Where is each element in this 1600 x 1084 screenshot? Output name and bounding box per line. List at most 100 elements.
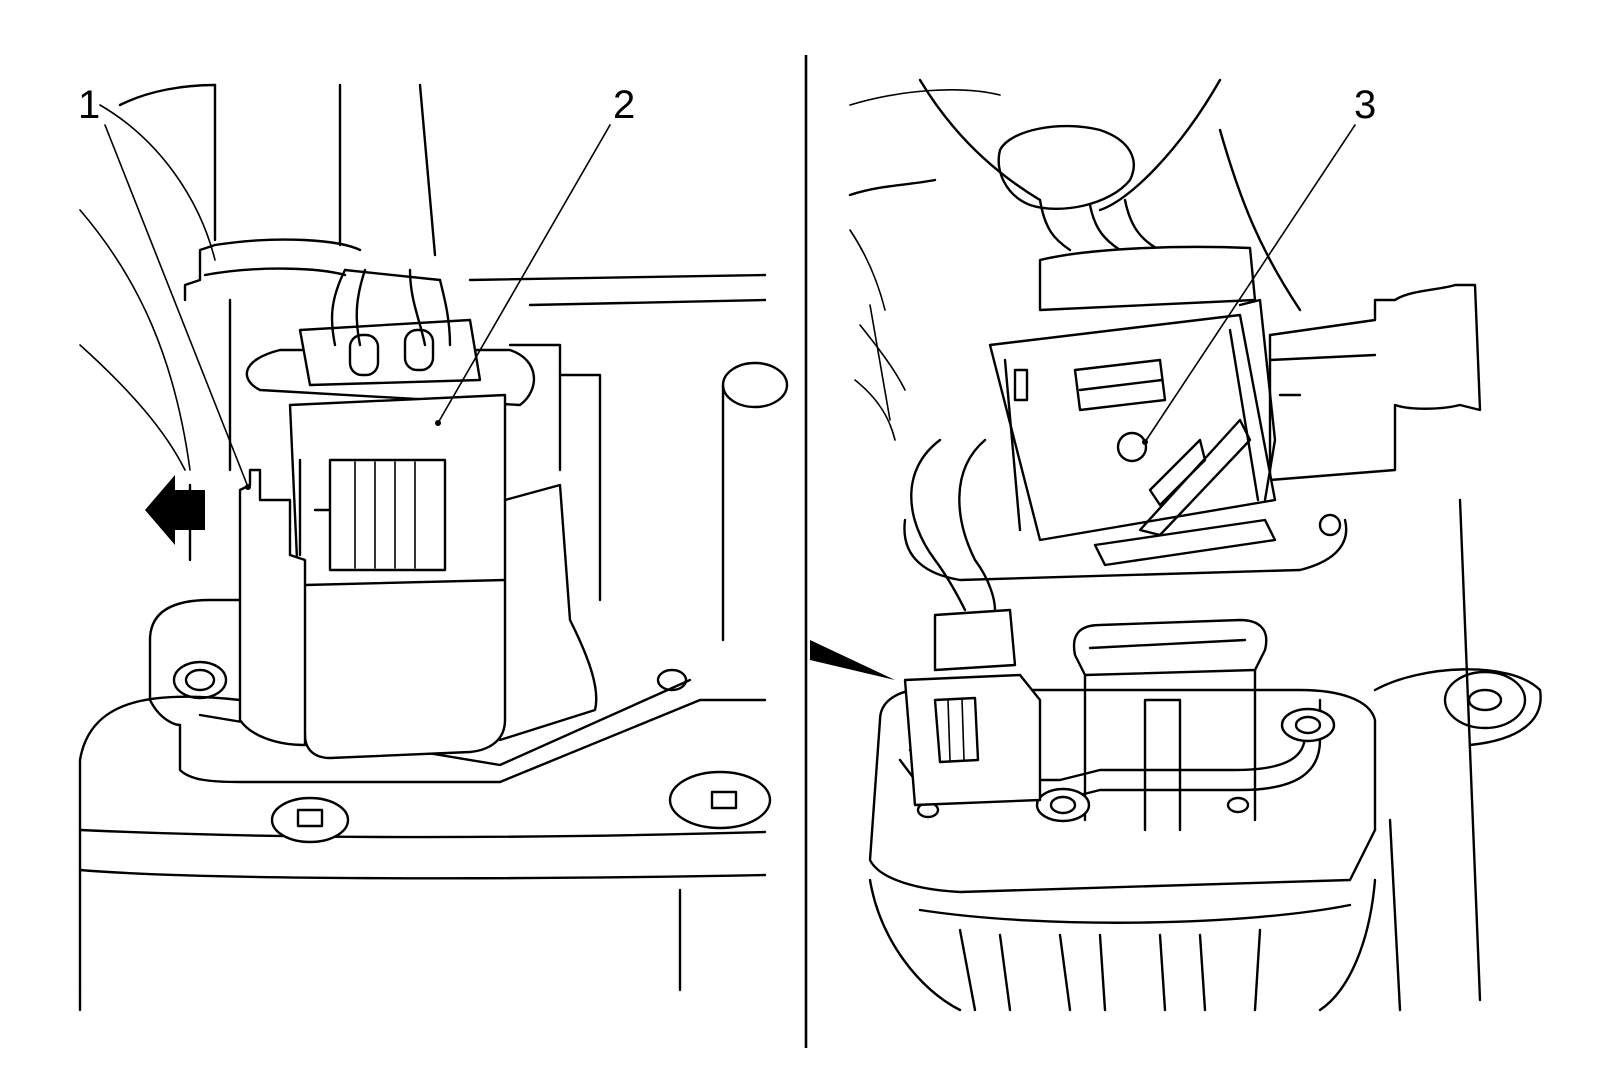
wire — [330, 268, 347, 347]
background-curve — [79, 209, 191, 471]
wire — [1038, 198, 1072, 252]
bolt-head — [270, 796, 350, 844]
key-rib — [1138, 418, 1252, 537]
body-edge — [918, 903, 1352, 924]
screw-head — [1226, 796, 1250, 814]
wire — [1123, 198, 1162, 252]
socket-side — [1083, 668, 1257, 822]
callout-3-dot — [1142, 439, 1148, 445]
terminal-slot — [348, 333, 380, 377]
connector-latch-1 — [238, 468, 307, 747]
body-edge — [78, 828, 767, 839]
connector-2 — [238, 268, 598, 760]
connector-3 — [988, 198, 1277, 567]
background-curve — [849, 89, 1001, 106]
lock-window-edge — [1078, 378, 1164, 392]
cable — [958, 438, 997, 612]
callout-1-leader — [104, 124, 249, 488]
housing-flange — [868, 718, 1377, 894]
small-connector-top — [933, 608, 1017, 672]
background-curve — [849, 229, 886, 311]
background-curve — [859, 324, 906, 391]
background-curve — [848, 178, 937, 197]
base-plate — [148, 598, 242, 642]
base-plate — [178, 698, 767, 784]
screw-head — [1318, 513, 1342, 537]
cooling-fins — [998, 933, 1207, 1012]
housing-edge — [468, 273, 767, 282]
housing-edge — [508, 343, 562, 472]
background-curve — [1218, 128, 1302, 312]
connector-edge — [298, 458, 332, 557]
right-panel: 3 — [810, 78, 1542, 1012]
background-curve — [918, 78, 1042, 202]
connector-body — [288, 393, 507, 760]
bolt-socket — [1294, 715, 1322, 735]
connector-cap — [1038, 245, 1257, 312]
connector-edge — [303, 578, 507, 587]
callout-3-leader — [1144, 124, 1356, 443]
housing-flange — [878, 688, 1377, 832]
callout-1-dot — [245, 484, 251, 490]
bolt-hole-inner — [184, 668, 216, 692]
lock-window — [1073, 358, 1167, 412]
bolt-head — [1280, 707, 1336, 743]
background-curve — [79, 344, 186, 471]
bolt-socket — [1049, 795, 1077, 815]
connector-lip — [1093, 518, 1277, 567]
harness-bracket-edge — [1268, 353, 1377, 397]
small-connector-ribs — [947, 698, 965, 761]
bracket-edge — [1373, 668, 1542, 747]
gasket-edge — [908, 733, 1307, 782]
cable-edge — [418, 83, 437, 257]
background-edge — [1458, 498, 1482, 1002]
bolt-socket — [296, 808, 324, 828]
bolt-boss — [668, 770, 772, 830]
bolt-hole — [172, 660, 228, 700]
callout-2-dot — [435, 420, 441, 426]
background-curve — [118, 83, 217, 107]
socket-opening — [1072, 618, 1268, 677]
socket-key — [1143, 698, 1182, 832]
background-edge — [1388, 818, 1402, 1012]
connector-body — [988, 313, 1277, 542]
terminal-hole — [1116, 431, 1148, 463]
body-edge — [868, 878, 962, 1012]
left-panel: 1 2 — [78, 83, 789, 1012]
background-curve — [869, 304, 891, 421]
direction-arrow-left-icon — [145, 475, 205, 545]
key-rib — [1148, 438, 1207, 507]
lock-tab — [328, 458, 447, 572]
wire — [355, 268, 367, 347]
housing-rim — [903, 518, 1348, 582]
connector-top — [298, 318, 482, 387]
base-plate — [78, 695, 242, 992]
terminal-slot — [403, 328, 435, 372]
gasket-edge — [898, 698, 1322, 802]
body-edge — [78, 868, 767, 880]
base-plate — [148, 638, 182, 727]
pointer-arrow-icon — [810, 640, 895, 680]
cooling-fins — [958, 928, 1262, 1012]
cable — [910, 438, 967, 612]
wire — [438, 278, 452, 347]
connector-side — [1238, 298, 1277, 502]
callout-1-label: 1 — [78, 83, 100, 127]
connector-shroud — [498, 483, 598, 742]
mounting-boss — [1443, 670, 1527, 730]
callout-3-label: 3 — [1354, 83, 1376, 127]
callout-2-leader — [437, 124, 611, 424]
background-curve — [854, 379, 896, 441]
harness-bracket — [1268, 283, 1482, 482]
wire-clip — [343, 268, 442, 282]
latch-slot — [1013, 368, 1029, 402]
thumb — [997, 124, 1135, 211]
small-connector-body — [903, 673, 1042, 807]
socket-inner — [1088, 638, 1247, 650]
lock-tab-ribs — [354, 461, 416, 569]
bolt-head — [1035, 787, 1091, 823]
bolt-socket — [710, 790, 738, 810]
housing-rim — [203, 267, 347, 277]
